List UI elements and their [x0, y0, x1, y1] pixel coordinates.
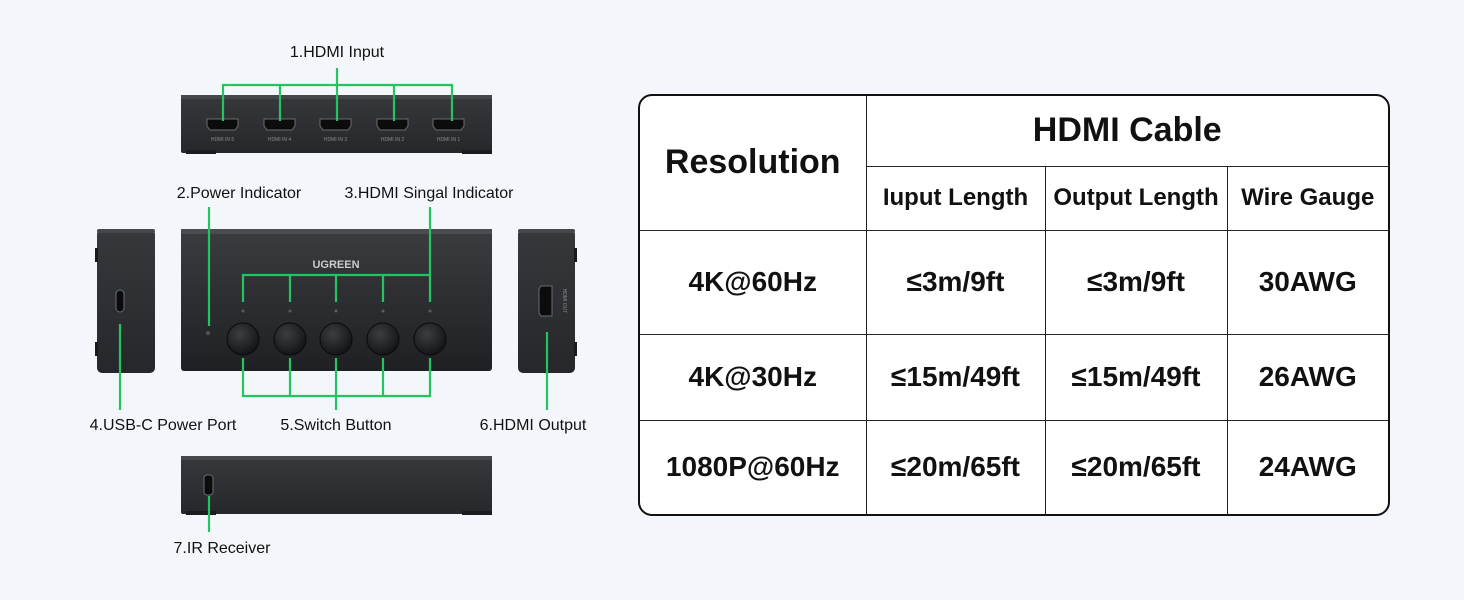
port-label: HDMI IN 2: [381, 137, 405, 143]
output-port-label: HDMI OUT: [561, 289, 567, 314]
hdmi-input-port-1: HDMI IN 1: [432, 118, 465, 143]
wire-gauge-cell: 26AWG: [1226, 333, 1388, 421]
signal-indicator-leds: [241, 309, 432, 313]
label-ir-receiver: 7.IR Receiver: [174, 540, 272, 557]
hdmi-input-port-4: HDMI IN 4: [263, 118, 296, 143]
switch-button-5[interactable]: [413, 322, 447, 356]
table-subheader-row: Iuput Length Output Length Wire Gauge: [640, 165, 1388, 231]
output-length-header: Output Length: [1044, 165, 1228, 231]
hdmi-input-port-3: HDMI IN 3: [319, 118, 352, 143]
label-switch-button: 5.Switch Button: [280, 417, 391, 434]
device-left-side-view: [95, 229, 155, 373]
brand-logo: UGREEN: [312, 259, 359, 271]
table-row: 1080P@60Hz ≤20m/65ft ≤20m/65ft 24AWG: [640, 419, 1388, 514]
wire-gauge-cell: 24AWG: [1226, 419, 1388, 514]
callout-hdmi-output: 6.HDMI Output: [480, 332, 587, 434]
callout-usbc: 4.USB-C Power Port: [90, 324, 237, 434]
hdmi-input-port-5: HDMI IN 5: [206, 118, 239, 143]
hdmi-output-port: [538, 285, 553, 317]
device-right-side-view: HDMI OUT: [518, 229, 577, 373]
hdmi-input-port-2: HDMI IN 2: [376, 118, 409, 143]
input-length-header: Iuput Length: [866, 165, 1046, 231]
table-row: 4K@30Hz ≤15m/49ft ≤15m/49ft 26AWG: [640, 333, 1388, 421]
resolution-header: Resolution: [640, 96, 867, 231]
resolution-cell: 4K@60Hz: [640, 229, 867, 335]
wire-gauge-cell: 30AWG: [1226, 229, 1388, 335]
callout-power-indicator: 2.Power Indicator: [177, 185, 302, 326]
product-diagram: HDMI IN 5 HDMI IN 4 HDMI IN 3 HDMI IN 2 …: [90, 44, 587, 557]
label-signal-indicator: 3.HDMI Singal Indicator: [345, 185, 515, 202]
resolution-cell: 4K@30Hz: [640, 333, 867, 421]
callout-ir-receiver: 7.IR Receiver: [174, 496, 272, 557]
port-label: HDMI IN 1: [437, 137, 461, 143]
callout-switch-button: 5.Switch Button: [241, 358, 432, 434]
table-header-row: Resolution HDMI Cable: [640, 96, 1388, 231]
table-row: 4K@60Hz ≤3m/9ft ≤3m/9ft 30AWG: [640, 229, 1388, 335]
cable-spec-table: Resolution HDMI Cable Iuput Length Outpu…: [638, 94, 1390, 516]
input-length-cell: ≤20m/65ft: [865, 419, 1046, 514]
usbc-port: [115, 289, 125, 313]
switch-button-4[interactable]: [366, 322, 400, 356]
switch-button-2[interactable]: [273, 322, 307, 356]
label-power-indicator: 2.Power Indicator: [177, 185, 302, 202]
ir-receiver-window: [203, 474, 214, 496]
label-hdmi-input: 1.HDMI Input: [290, 44, 385, 61]
output-length-cell: ≤20m/65ft: [1044, 419, 1228, 514]
power-indicator-led: [206, 331, 210, 335]
device-front-view: [181, 456, 492, 515]
callout-hdmi-input: 1.HDMI Input: [221, 44, 454, 121]
switch-button-1[interactable]: [226, 322, 260, 356]
hdmi-cable-header: HDMI Cable: [865, 96, 1388, 167]
hdmi-input-ports: HDMI IN 5 HDMI IN 4 HDMI IN 3 HDMI IN 2 …: [206, 118, 465, 143]
output-length-cell: ≤3m/9ft: [1044, 229, 1228, 335]
label-hdmi-output: 6.HDMI Output: [480, 417, 587, 434]
switch-button-3[interactable]: [319, 322, 353, 356]
port-label: HDMI IN 5: [211, 137, 235, 143]
output-length-cell: ≤15m/49ft: [1044, 333, 1228, 421]
port-label: HDMI IN 4: [268, 137, 292, 143]
switch-buttons: [226, 322, 447, 356]
resolution-cell: 1080P@60Hz: [640, 419, 867, 514]
port-label: HDMI IN 3: [324, 137, 348, 143]
callout-signal-indicator: 3.HDMI Singal Indicator: [241, 185, 515, 302]
label-usbc-power-port: 4.USB-C Power Port: [90, 417, 237, 434]
input-length-cell: ≤15m/49ft: [865, 333, 1046, 421]
input-length-cell: ≤3m/9ft: [865, 229, 1046, 335]
wire-gauge-header: Wire Gauge: [1226, 165, 1388, 231]
